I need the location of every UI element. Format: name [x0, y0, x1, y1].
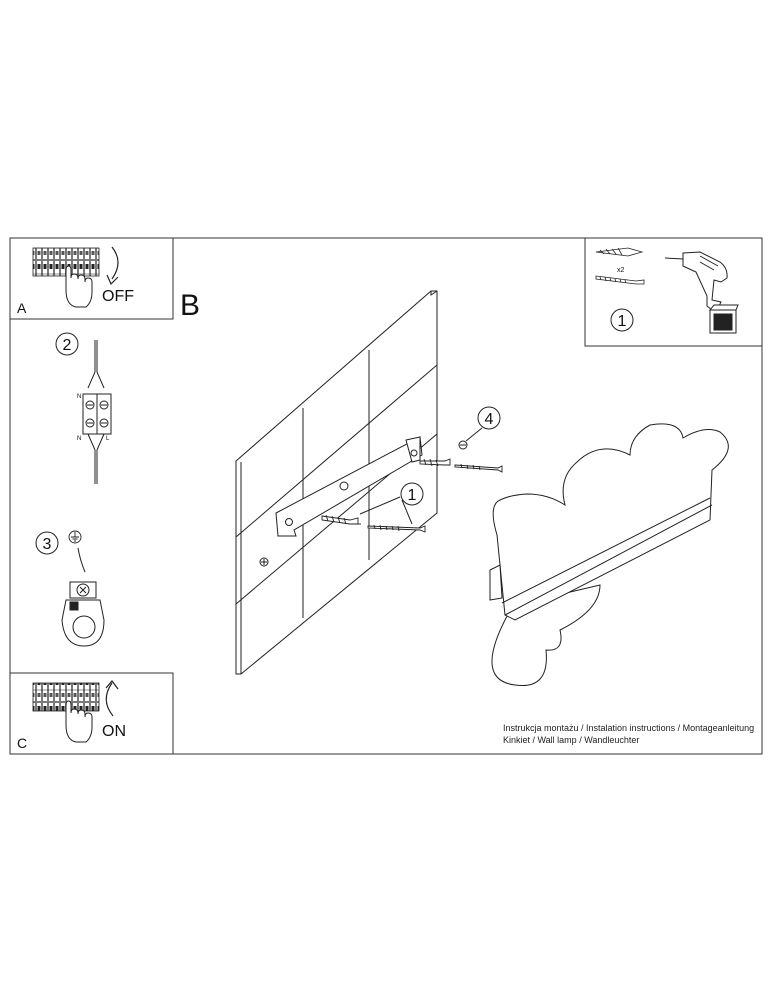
dowel-quantity: x2 — [617, 267, 625, 274]
screw-icon — [352, 463, 503, 533]
svg-text:1: 1 — [618, 313, 627, 330]
hand-icon — [65, 700, 93, 743]
instructions-caption-line1: Instrukcja montażu / Instalation instruc… — [503, 723, 755, 733]
rotate-arrow-icon — [105, 680, 119, 717]
wiring-step: 2 N N L — [55, 332, 112, 484]
mounting-bracket — [259, 436, 423, 567]
step1-kit-marker: 1 — [610, 308, 634, 332]
step4-marker: 4 — [465, 406, 501, 442]
panel-a-frame — [9, 237, 174, 320]
step1-main-marker: 1 — [359, 482, 424, 525]
screw-icon — [595, 275, 645, 285]
kit-panel: x2 1 — [584, 237, 763, 347]
panel-a: A OFF — [9, 237, 174, 320]
neutral-label-top: N — [77, 394, 81, 400]
ground-wire — [77, 547, 86, 573]
panel-b-letter: B — [180, 289, 200, 322]
ground-step: 3 — [35, 530, 105, 647]
neutral-label-bottom: N — [77, 436, 81, 442]
panel-c: C ON — [9, 672, 174, 755]
svg-text:3: 3 — [43, 536, 52, 553]
hand-icon — [65, 265, 93, 308]
step2-marker: 2 — [55, 332, 79, 356]
step3-marker: 3 — [35, 531, 59, 555]
wall-plug-icon — [321, 458, 451, 525]
instructions-caption-line2: Kinkiet / Wall lamp / Wandleuchter — [503, 735, 640, 745]
svg-text:4: 4 — [485, 411, 494, 428]
svg-text:1: 1 — [408, 487, 417, 504]
wall-plug-icon — [595, 247, 644, 257]
panel-c-frame — [9, 672, 174, 755]
rotate-arrow-icon — [106, 246, 119, 286]
panel-a-letter: A — [17, 300, 27, 316]
wire-icon — [87, 340, 105, 484]
on-label: ON — [102, 723, 126, 740]
drill-icon — [664, 251, 739, 334]
cloud-lamp-icon — [489, 423, 729, 687]
ground-terminal-icon — [61, 581, 105, 647]
terminal-block-icon — [82, 393, 112, 435]
grub-screw-icon — [458, 440, 468, 450]
live-label-bottom: L — [106, 436, 110, 442]
outer-frame — [9, 237, 763, 755]
off-label: OFF — [102, 288, 134, 305]
panel-c-letter: C — [17, 735, 27, 751]
svg-text:2: 2 — [63, 337, 72, 354]
kit-panel-frame — [584, 237, 763, 347]
ground-symbol-icon — [68, 530, 82, 544]
